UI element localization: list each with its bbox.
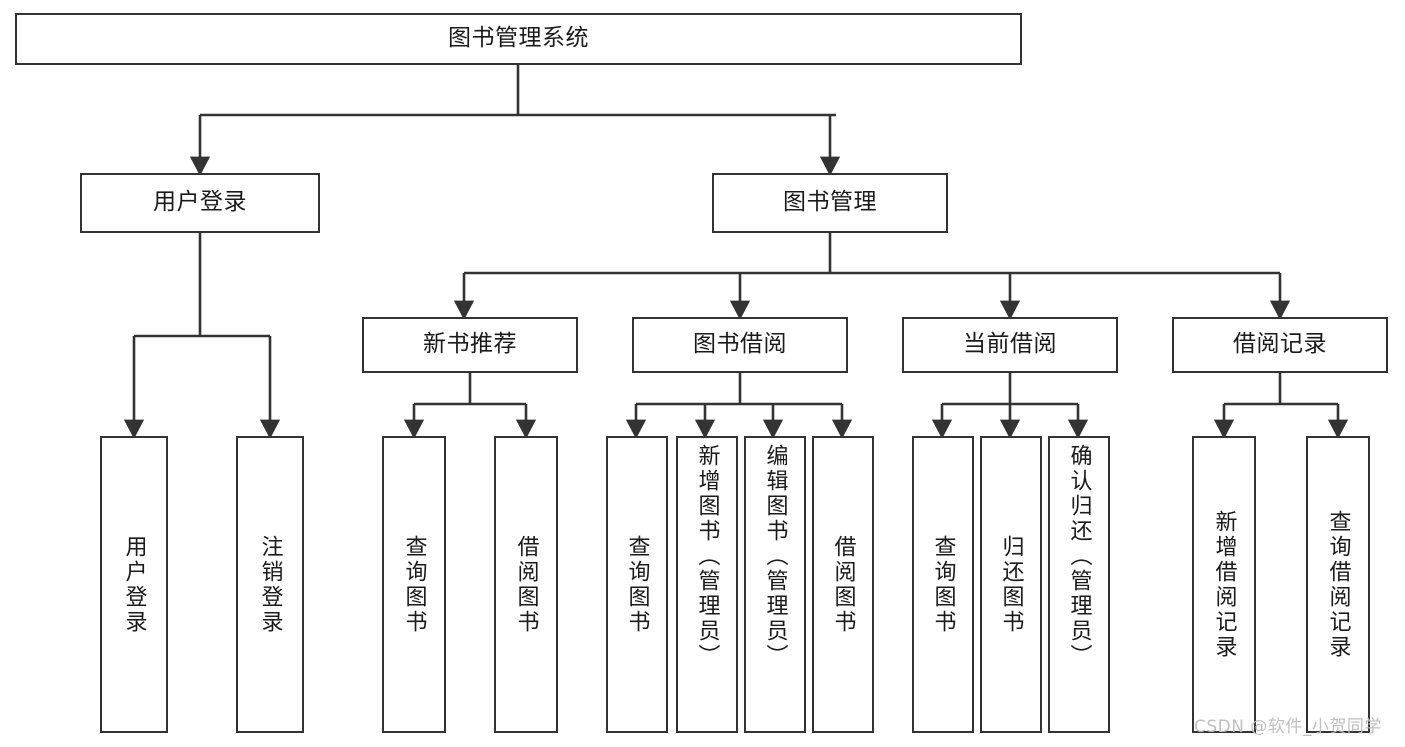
- leaf-new-book-borrow[interactable]: 借阅图书: [494, 436, 558, 733]
- leaf-current-confirm-return-admin[interactable]: 确认归还（管理员）: [1048, 436, 1110, 733]
- node-new-book-recommend[interactable]: 新书推荐: [362, 317, 578, 373]
- leaf-text-wrap: 编辑图书（管理员）: [746, 438, 804, 737]
- leaf-borrow-edit-book-admin[interactable]: 编辑图书（管理员）: [744, 436, 806, 733]
- leaf-text-wrap: 新增图书（管理员）: [678, 438, 736, 737]
- leaf-current-query-book-label: 查询图书: [930, 534, 956, 635]
- leaf-borrow-query-book[interactable]: 查询图书: [606, 436, 668, 733]
- leaf-text-wrap: 查询图书: [608, 438, 666, 731]
- leaf-records-add-record[interactable]: 新增借阅记录: [1192, 436, 1256, 733]
- leaf-new-book-query[interactable]: 查询图书: [382, 436, 446, 733]
- node-book-management[interactable]: 图书管理: [712, 173, 948, 233]
- node-book-borrow-label: 图书借阅: [693, 331, 787, 358]
- leaf-text-wrap: 借阅图书: [496, 438, 556, 731]
- leaf-current-return-book[interactable]: 归还图书: [980, 436, 1042, 733]
- node-borrow-records[interactable]: 借阅记录: [1172, 317, 1388, 373]
- leaf-text-wrap: 归还图书: [982, 438, 1040, 731]
- leaf-text-wrap: 查询图书: [914, 438, 972, 731]
- node-root-system-label: 图书管理系统: [448, 25, 589, 52]
- node-new-book-recommend-label: 新书推荐: [423, 331, 517, 358]
- node-root-system[interactable]: 图书管理系统: [15, 13, 1022, 65]
- leaf-user-login-login-label: 用户登录: [121, 534, 147, 635]
- node-book-borrow[interactable]: 图书借阅: [632, 317, 848, 373]
- leaf-text-wrap: 注销登录: [238, 438, 302, 731]
- leaf-text-wrap: 借阅图书: [814, 438, 872, 731]
- node-user-login-label: 用户登录: [153, 189, 247, 216]
- leaf-borrow-add-book-admin[interactable]: 新增图书（管理员）: [676, 436, 738, 733]
- leaf-user-login-login[interactable]: 用户登录: [100, 436, 168, 733]
- leaf-current-return-book-label: 归还图书: [998, 534, 1024, 635]
- leaf-user-login-logout-label: 注销登录: [257, 534, 283, 635]
- node-current-borrow-label: 当前借阅: [963, 331, 1057, 358]
- csdn-watermark: CSDN @软件_小贺同学: [1194, 717, 1382, 737]
- leaf-text-wrap: 查询借阅记录: [1308, 438, 1368, 731]
- leaf-records-query-record-label: 查询借阅记录: [1325, 509, 1351, 660]
- leaf-text-wrap: 确认归还（管理员）: [1050, 438, 1108, 737]
- node-borrow-records-label: 借阅记录: [1233, 331, 1327, 358]
- node-current-borrow[interactable]: 当前借阅: [902, 317, 1118, 373]
- leaf-borrow-query-book-label: 查询图书: [624, 534, 650, 635]
- leaf-borrow-borrow-book-label: 借阅图书: [830, 534, 856, 635]
- leaf-borrow-edit-book-admin-label: 编辑图书（管理员）: [762, 444, 788, 669]
- leaf-borrow-borrow-book[interactable]: 借阅图书: [812, 436, 874, 733]
- leaf-user-login-logout[interactable]: 注销登录: [236, 436, 304, 733]
- leaf-text-wrap: 新增借阅记录: [1194, 438, 1254, 731]
- leaf-text-wrap: 查询图书: [384, 438, 444, 731]
- leaf-current-query-book[interactable]: 查询图书: [912, 436, 974, 733]
- node-user-login[interactable]: 用户登录: [80, 173, 320, 233]
- leaf-new-book-query-label: 查询图书: [401, 534, 427, 635]
- leaf-records-add-record-label: 新增借阅记录: [1211, 509, 1237, 660]
- leaf-borrow-add-book-admin-label: 新增图书（管理员）: [694, 444, 720, 669]
- leaf-records-query-record[interactable]: 查询借阅记录: [1306, 436, 1370, 733]
- leaf-text-wrap: 用户登录: [102, 438, 166, 731]
- node-book-management-label: 图书管理: [783, 189, 877, 216]
- leaf-new-book-borrow-label: 借阅图书: [513, 534, 539, 635]
- leaf-current-confirm-return-admin-label: 确认归还（管理员）: [1066, 444, 1092, 669]
